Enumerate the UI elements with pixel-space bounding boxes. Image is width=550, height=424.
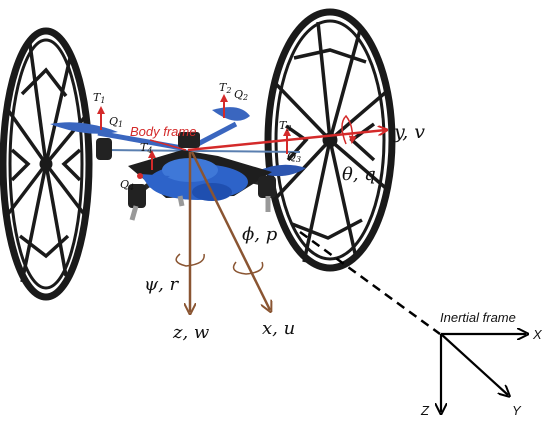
y-axis-label: y, v xyxy=(393,121,425,143)
gravity-axes xyxy=(175,151,270,312)
x-axis-label: x, u xyxy=(262,318,295,339)
thrust-arrows xyxy=(97,94,291,170)
pitch-label: θ, q xyxy=(342,164,376,185)
left-wheel xyxy=(0,27,93,301)
inertial-frame-axes xyxy=(441,334,526,412)
z-axis-label: z, w xyxy=(172,322,210,343)
x-body-axis xyxy=(190,151,270,310)
roll-label: ϕ, p xyxy=(242,224,278,245)
pitch-rotation-arrow xyxy=(341,114,357,145)
thrust-label-3: T3 xyxy=(279,119,291,133)
inertial-frame-label: Inertial frame xyxy=(440,310,516,325)
yaw-rotation-arrow xyxy=(175,253,205,267)
torque-label-4: Q4 xyxy=(120,178,134,192)
drone-body xyxy=(50,107,306,221)
inertial-Y-label: Y xyxy=(512,403,522,418)
thrust-label-4: T4 xyxy=(140,141,152,155)
body-frame-axes xyxy=(149,114,386,152)
inertial-Z-label: Z xyxy=(420,403,430,418)
torque-label-1: Q1 xyxy=(109,115,123,129)
inertial-Y-axis xyxy=(440,333,508,395)
body-frame-label: Body frame xyxy=(130,124,196,139)
frame-link-dashed xyxy=(299,230,441,336)
torque-label-3: Q3 xyxy=(287,150,301,164)
thrust-label-2: T2 xyxy=(219,81,231,95)
body-frame-pointer xyxy=(149,139,187,151)
yaw-label: ψ, r xyxy=(144,274,180,295)
torque-label-2: Q2 xyxy=(234,88,248,102)
inertial-X-label: X xyxy=(532,327,543,342)
thrust-label-1: T1 xyxy=(93,91,105,105)
roll-rotation-arrow xyxy=(232,261,264,275)
